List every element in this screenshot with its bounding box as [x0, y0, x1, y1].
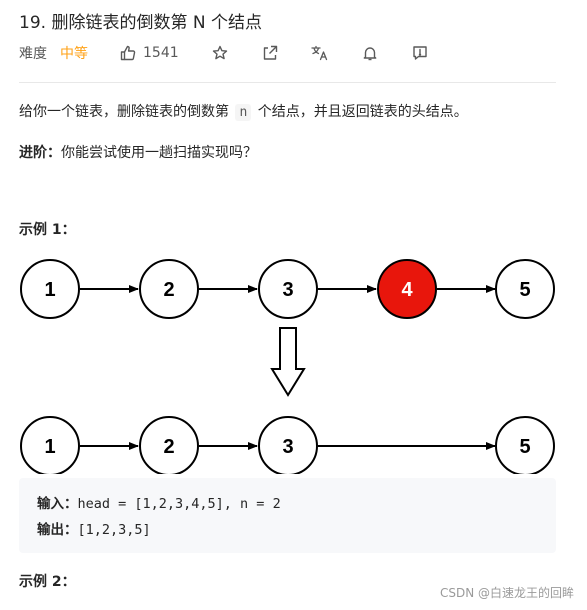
description-text-before: 给你一个链表，删除链表的倒数第 [19, 104, 229, 120]
header-divider [19, 82, 556, 83]
notification-button[interactable] [361, 44, 379, 62]
example-2-heading: 示例 2： [19, 574, 76, 590]
inline-code-n: n [235, 104, 252, 121]
share-icon [263, 45, 277, 60]
difficulty-label: 难度 [19, 46, 47, 62]
problem-title: 19. 删除链表的倒数第 N 个结点 [19, 13, 262, 33]
removed-node-value: 4 [401, 279, 413, 301]
translate-icon [310, 45, 327, 61]
star-icon [212, 45, 227, 60]
input-value: head = [1,2,3,4,5], n = 2 [77, 496, 281, 512]
translate-button[interactable] [310, 44, 329, 62]
list-node [495, 259, 555, 319]
watermark: CSDN @白速龙王的回眸 [439, 586, 574, 600]
node-value: 3 [282, 436, 293, 458]
list-node [139, 259, 199, 319]
description-text-after: 个结点，并且返回链表的头结点。 [257, 104, 468, 120]
node-value: 2 [163, 279, 174, 301]
list-node [495, 416, 555, 474]
example-1-codeblock: 输入：head = [1,2,3,4,5], n = 2 输出：[1,2,3,5… [19, 478, 556, 553]
problem-description: 给你一个链表，删除链表的倒数第 n 个结点，并且返回链表的头结点。 [19, 100, 468, 125]
advanced-note: 进阶：你能尝试使用一趟扫描实现吗？ [19, 141, 257, 165]
advanced-text: 你能尝试使用一趟扫描实现吗？ [61, 145, 257, 161]
node-value: 5 [519, 279, 530, 301]
down-arrow-icon [270, 327, 306, 397]
share-button[interactable] [261, 44, 279, 62]
feedback-button[interactable] [411, 44, 429, 62]
feedback-icon [412, 46, 427, 60]
bell-icon [363, 47, 377, 61]
example-1-heading: 示例 1： [19, 222, 76, 238]
like-button[interactable]: 1541 [120, 45, 179, 61]
node-value: 2 [163, 436, 174, 458]
thumbs-up-icon [120, 45, 136, 61]
output-value: [1,2,3,5] [77, 522, 151, 538]
difficulty-badge: 中等 [60, 46, 88, 62]
list-node [258, 259, 318, 319]
removed-list-node [377, 259, 437, 319]
list-node [20, 259, 80, 319]
example-1-output-line: 输出：[1,2,3,5] [37, 518, 151, 538]
like-count: 1541 [143, 45, 179, 61]
list-after-removal: 1 2 3 5 [20, 416, 555, 474]
output-label: 输出： [37, 522, 78, 538]
node-value: 1 [44, 436, 55, 458]
input-label: 输入： [37, 496, 78, 512]
favorite-button[interactable] [211, 44, 229, 62]
list-node [258, 416, 318, 474]
problem-meta-bar: 难度 中等 1541 [19, 42, 429, 64]
example-1-input-line: 输入：head = [1,2,3,4,5], n = 2 [37, 492, 281, 512]
list-before-removal: 1 2 3 4 5 [20, 259, 555, 319]
node-value: 1 [44, 279, 55, 301]
linked-list-diagram: 1 2 3 4 5 1 2 3 5 [20, 259, 555, 474]
node-value: 3 [282, 279, 293, 301]
list-node [139, 416, 199, 474]
list-node [20, 416, 80, 474]
advanced-label: 进阶： [19, 145, 61, 161]
node-value: 5 [519, 436, 530, 458]
